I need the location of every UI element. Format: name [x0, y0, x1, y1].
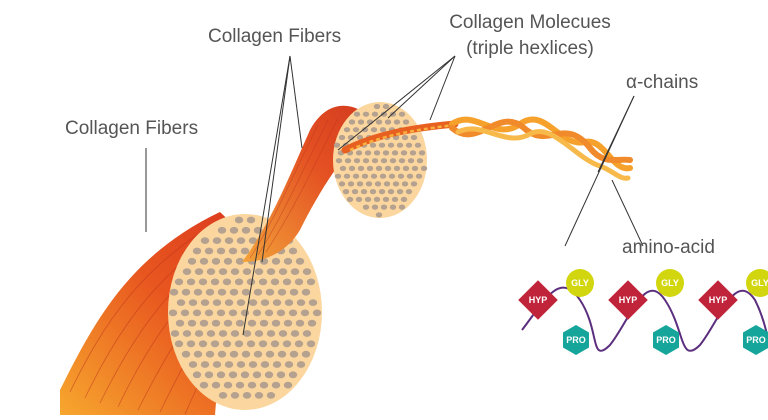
hyp-diamond — [608, 280, 648, 320]
hyp-diamond — [518, 280, 558, 320]
amino-unit: HYP GLY PRO — [518, 269, 594, 355]
amino-unit: HYP GLY PRO — [698, 269, 768, 355]
medium-fiber — [242, 102, 428, 262]
amino-acid-chain: HYP GLY PRO HYP GLY PRO HYP GLY PRO — [518, 269, 768, 355]
label-collagen-fibers-top: Collagen Fibers — [208, 26, 342, 47]
leader-lines — [145, 55, 644, 336]
gly-circle — [746, 269, 768, 297]
pro-label: PRO — [656, 335, 676, 345]
amino-unit: HYP GLY PRO — [608, 269, 684, 355]
pro-label: PRO — [746, 335, 766, 345]
pro-hexagon — [653, 325, 679, 355]
label-amino-acid: amino-acid — [622, 237, 715, 258]
hyp-label: HYP — [709, 295, 728, 305]
label-collagen-fibers-left: Collagen Fibers — [65, 118, 199, 139]
label-collagen-molecules-line2: (triple hexlices) — [466, 38, 594, 59]
fibril-dots-large — [168, 216, 322, 399]
gly-label: GLY — [571, 278, 589, 288]
pro-hexagon — [563, 325, 589, 355]
pro-label: PRO — [566, 335, 586, 345]
label-collagen-molecules-line1: Collagen Molecues — [449, 12, 611, 33]
gly-circle — [656, 269, 684, 297]
fibril-dots-medium — [333, 103, 428, 218]
label-collagen-molecules: Collagen Molecues (triple hexlices) — [432, 12, 628, 60]
hyp-label: HYP — [619, 295, 638, 305]
gly-circle — [566, 269, 594, 297]
gly-label: GLY — [751, 278, 768, 288]
hyp-diamond — [698, 280, 738, 320]
collagen-molecule-strand — [341, 120, 459, 154]
hyp-label: HYP — [529, 295, 548, 305]
gly-label: GLY — [661, 278, 679, 288]
large-fiber-bundle — [60, 212, 322, 415]
pro-hexagon — [743, 325, 768, 355]
triple-helix — [449, 116, 633, 181]
label-alpha-chains: α-chains — [626, 72, 699, 93]
